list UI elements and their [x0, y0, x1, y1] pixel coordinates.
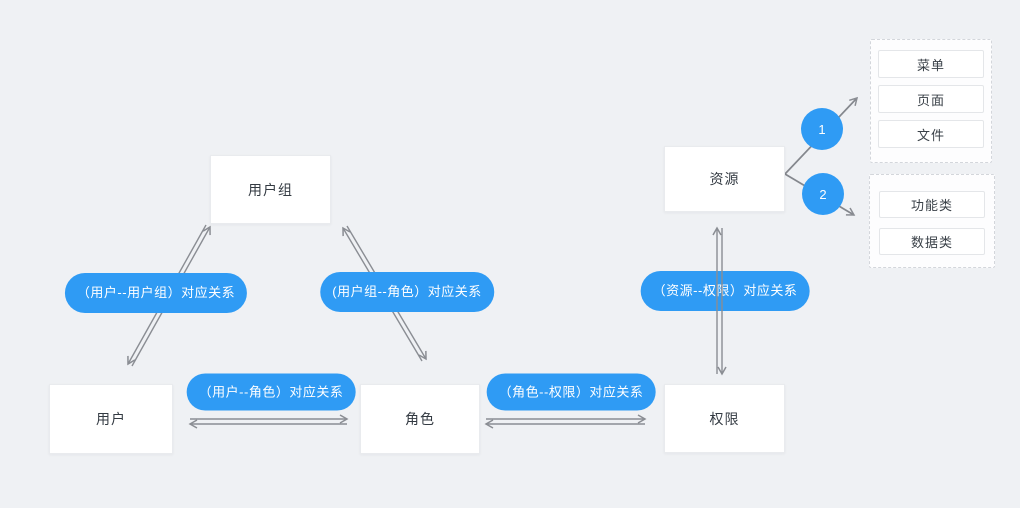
relation-user-usergroup[interactable]: （用户--用户组）对应关系 — [64, 273, 248, 313]
node-role-label: 角色 — [405, 411, 435, 427]
node-role[interactable]: 角色 — [360, 384, 480, 454]
badge-2[interactable]: 2 — [802, 173, 844, 215]
node-resource[interactable]: 资源 — [664, 146, 785, 212]
resource-type-group-2[interactable]: 功能类 数据类 — [869, 174, 995, 268]
relation-role-permission[interactable]: （角色--权限）对应关系 — [486, 373, 656, 411]
connector-user-role — [188, 414, 349, 429]
type-item-function-class[interactable]: 功能类 — [879, 191, 985, 218]
node-user[interactable]: 用户 — [49, 384, 173, 454]
type-item-data-class[interactable]: 数据类 — [879, 228, 985, 255]
node-user-label: 用户 — [96, 411, 126, 427]
relation-user-role[interactable]: （用户--角色）对应关系 — [186, 373, 356, 411]
type-item-file[interactable]: 文件 — [878, 120, 984, 148]
badge-1[interactable]: 1 — [801, 108, 843, 150]
node-permission[interactable]: 权限 — [664, 384, 785, 453]
node-user-group-label: 用户组 — [248, 181, 293, 198]
resource-type-group-1[interactable]: 菜单 页面 文件 — [870, 39, 992, 163]
node-permission-label: 权限 — [709, 410, 740, 427]
relation-resource-permission[interactable]: （资源--权限）对应关系 — [640, 271, 810, 311]
node-user-group[interactable]: 用户组 — [210, 155, 331, 224]
type-item-menu[interactable]: 菜单 — [878, 50, 984, 78]
type-item-page[interactable]: 页面 — [878, 85, 984, 113]
connector-role-permission — [484, 414, 647, 429]
node-resource-label: 资源 — [709, 171, 740, 187]
relation-usergroup-role[interactable]: (用户组--角色）对应关系 — [320, 272, 494, 312]
